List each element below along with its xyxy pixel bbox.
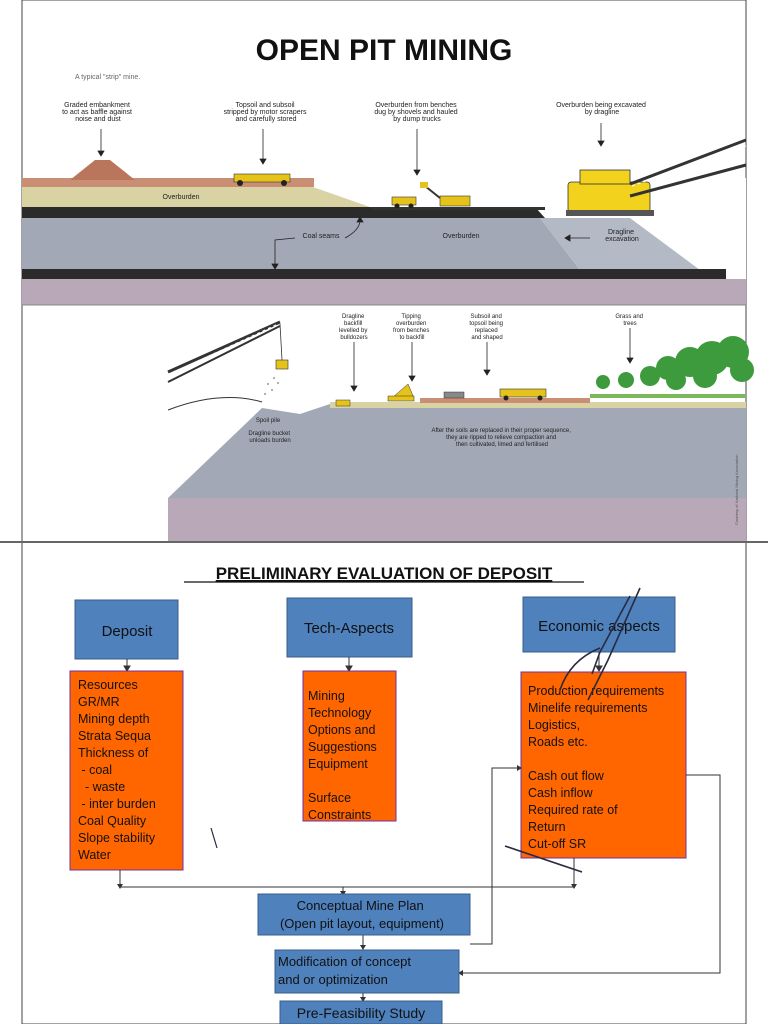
dragline-boom-icon xyxy=(167,320,289,411)
economic-items: Production requirements Minelife require… xyxy=(528,684,668,851)
label-overburden-lower: Overburden xyxy=(443,233,480,240)
economic-details-box xyxy=(520,671,687,859)
dragline-icon xyxy=(566,138,747,216)
header-connectors xyxy=(123,652,603,672)
conceptual-mine-plan-box: Conceptual Mine Plan (Open pit layout, e… xyxy=(257,893,471,936)
top-pointer-arrows xyxy=(97,123,605,270)
label-topsoil: Topsoil and subsoil stripped by motor sc… xyxy=(224,102,309,123)
label-subsoil: Subsoil and topsoil being replaced and s… xyxy=(469,314,504,341)
panel-divider xyxy=(0,541,768,543)
label-courtesy: Courtesy of National Mining Association xyxy=(734,455,739,525)
motor-scraper-icon xyxy=(233,173,291,186)
bulldozer-icon xyxy=(335,399,351,407)
modification-label: Modification of concept and or optimizat… xyxy=(278,954,415,987)
deposit-details-box xyxy=(69,670,184,871)
deposit-items: Resources GR/MR Mining depth Strata Sequ… xyxy=(78,678,159,862)
reclamation-cross-section xyxy=(168,394,746,542)
label-overburden-upper: Overburden xyxy=(163,194,200,201)
tech-aspects-box: Tech-Aspects xyxy=(286,597,413,658)
scraper-icon xyxy=(499,388,547,401)
economic-aspects-label: Economic aspects xyxy=(538,618,660,635)
modification-box: Modification of concept and or optimizat… xyxy=(274,949,460,994)
pre-feasibility-box: Pre-Feasibility Study xyxy=(279,1000,443,1024)
conceptual-mine-plan-label: Conceptual Mine Plan (Open pit layout, e… xyxy=(280,898,444,931)
tech-details-box xyxy=(302,670,397,822)
economic-aspects-box: Economic aspects xyxy=(522,596,676,653)
shovel-icon xyxy=(420,182,471,207)
middle-pointer-arrows xyxy=(350,328,634,392)
strip-mine-cross-section xyxy=(22,160,746,305)
label-dragline-excavating: Overburden being excavated by dragline xyxy=(556,102,648,116)
deposit-label: Deposit xyxy=(102,623,154,640)
label-tipping: Tipping overburden from benches to backf… xyxy=(393,314,431,341)
dump-truck-icon xyxy=(391,196,417,209)
label-backfill: Dragline backfill levelled by bulldozers xyxy=(339,314,369,341)
label-coal-seams: Coal seams xyxy=(303,233,340,240)
label-spoil-pile: Spoil pile xyxy=(256,418,281,424)
label-embankment: Graded embankment to act as baffle again… xyxy=(62,102,134,123)
label-soils-replaced: After the soils are replaced in their pr… xyxy=(431,428,572,448)
strip-mine-subtitle: A typical "strip" mine. xyxy=(75,74,140,81)
label-dragline-bucket: Dragline bucket unloads burden xyxy=(248,431,291,444)
pre-feasibility-label: Pre-Feasibility Study xyxy=(297,1005,425,1021)
grader-icon xyxy=(443,391,465,399)
tech-aspects-label: Tech-Aspects xyxy=(304,620,394,637)
flow-title: PRELIMINARY EVALUATION OF DEPOSIT xyxy=(216,564,553,583)
label-benches: Overburden from benches dug by shovels a… xyxy=(374,102,459,123)
label-dragline-excavation: Dragline excavation xyxy=(605,229,639,243)
main-title: OPEN PIT MINING xyxy=(256,34,513,67)
label-grass-trees: Grass and trees xyxy=(615,314,644,327)
flow-connectors xyxy=(119,767,721,1000)
tech-items: Mining Technology Options and Suggestion… xyxy=(308,689,380,822)
deposit-box: Deposit xyxy=(74,599,179,660)
tipping-truck-icon xyxy=(387,383,415,402)
trees-icon xyxy=(596,336,754,390)
